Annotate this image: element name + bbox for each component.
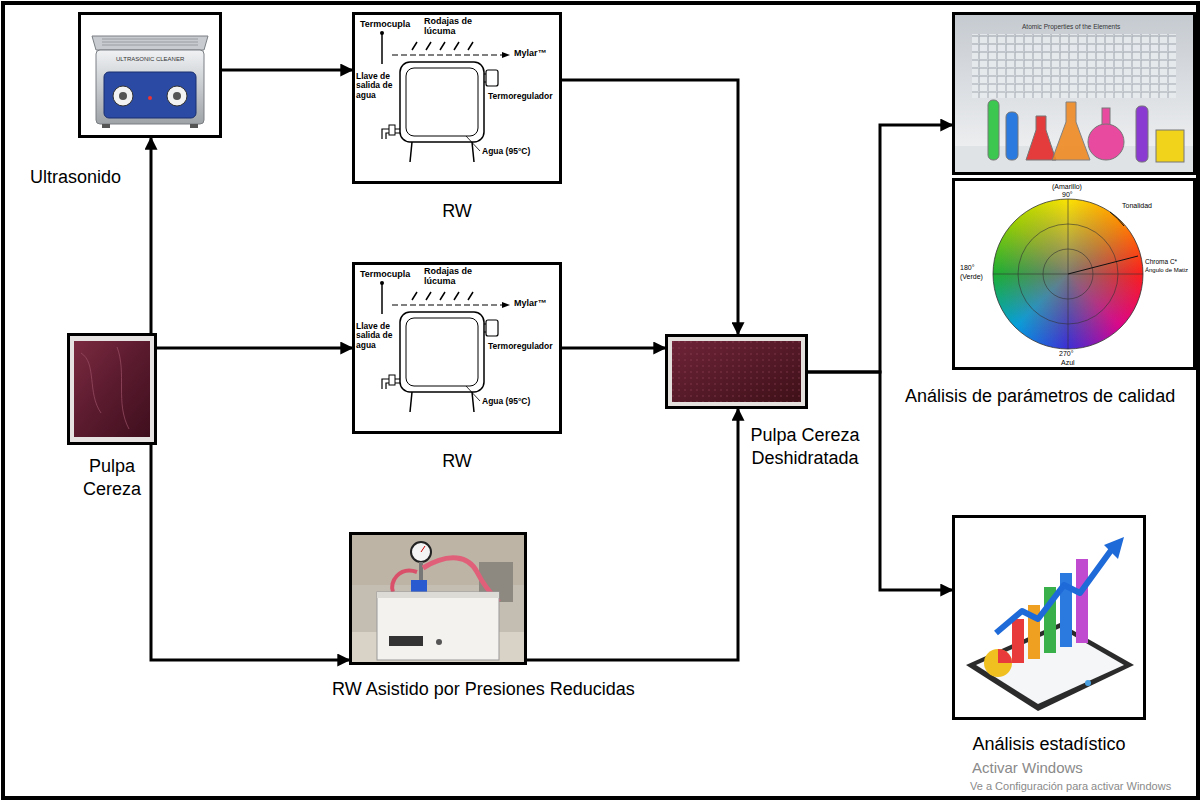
- node-label: Análisis de parámetros de calidad: [905, 385, 1175, 408]
- axis-label: (Verde): [960, 273, 983, 281]
- vacuum-dryer-box: RW Asistido por Presiones Reducidas: [349, 532, 527, 665]
- part-label: Rodajas de lúcuma: [424, 17, 486, 37]
- part-label: Agua (95°C): [482, 397, 530, 406]
- part-label: Agua (95°C): [482, 147, 530, 156]
- flow-arrow: [808, 125, 952, 372]
- part-label: Llave de salida de agua: [356, 322, 400, 350]
- part-label: Mylar™: [514, 299, 547, 309]
- flow-arrow: [562, 347, 665, 350]
- node-label: Pulpa Cereza Deshidratada: [748, 424, 862, 471]
- node-label: Ultrasonido: [30, 166, 121, 189]
- vacuum-bath-picture: [349, 532, 527, 665]
- part-label: Termoregulador: [488, 92, 553, 101]
- cherry-pulp-picture: [67, 333, 157, 445]
- flow-arrow: [527, 409, 738, 660]
- axis-label: Chroma C*: [1145, 258, 1177, 265]
- ultrasound-box: UltrasonidoULTRASONIC CLEANER: [78, 12, 222, 138]
- node-label: RW Asistido por Presiones Reducidas: [332, 678, 635, 701]
- flow-arrow: [157, 347, 352, 350]
- part-label: Termocupla: [360, 20, 410, 30]
- part-label: Termoregulador: [488, 342, 553, 351]
- poster-title: Atomic Properties of the Elements: [1022, 23, 1120, 30]
- part-label: Rodajas de lúcuma: [424, 267, 486, 287]
- axis-label: Tonalidad: [1122, 202, 1152, 210]
- dryer-box: RWTermocuplaRodajas de lúcumaMylar™Llave…: [352, 12, 562, 184]
- quality-analysis-pictures: [952, 12, 1196, 370]
- watermark: Activar Windows: [972, 760, 1083, 777]
- product-box: Pulpa Cereza Deshidratada: [665, 334, 808, 409]
- part-label: Termocupla: [360, 270, 410, 280]
- axis-label: Azul: [1061, 359, 1075, 367]
- part-label: Llave de salida de agua: [356, 72, 400, 100]
- flow-arrow: [562, 80, 738, 334]
- flow-arrow: [150, 138, 153, 333]
- statistics-tablet-picture: [952, 515, 1146, 720]
- dried-pulp-picture: [665, 334, 808, 409]
- part-label: Mylar™: [514, 49, 547, 59]
- node-label: Pulpa Cereza: [67, 455, 157, 502]
- flow-arrow: [151, 445, 349, 660]
- axis-label: (Amarillo): [1052, 183, 1082, 191]
- axis-label: Ángulo de Matiz: [1145, 267, 1188, 274]
- analysis-box: Análisis de parámetros de calidadAtomic …: [952, 12, 1196, 370]
- sample-box: Pulpa Cereza: [67, 333, 157, 445]
- node-label: Análisis estadístico: [952, 733, 1146, 756]
- node-label: RW: [352, 450, 562, 473]
- axis-label: 90°: [1062, 191, 1073, 199]
- watermark: Ve a Configuración para activar Windows: [970, 780, 1171, 792]
- node-label: RW: [352, 200, 562, 223]
- flow-arrow: [222, 69, 352, 72]
- color-wheel-grid: [952, 12, 1196, 370]
- axis-label: 180°: [960, 264, 974, 272]
- statistics-box: Análisis estadístico: [952, 515, 1146, 720]
- ultrasonic-cleaner-picture: [78, 12, 222, 138]
- axis-label: 270°: [1059, 350, 1073, 358]
- device-text: ULTRASONIC CLEANER: [116, 56, 184, 63]
- dryer-box: RWTermocuplaRodajas de lúcumaMylar™Llave…: [352, 262, 562, 434]
